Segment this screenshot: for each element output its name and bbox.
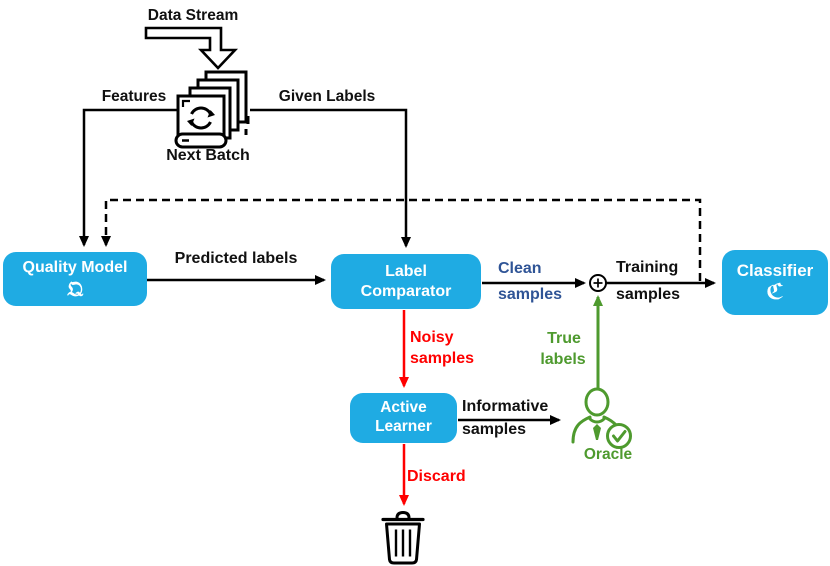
oracle-icon	[571, 387, 632, 449]
active-learner-title-line2: Learner	[375, 418, 432, 435]
quality-model-node: Quality Model 𝔔	[3, 252, 147, 306]
label-comparator-title-line1: Label	[385, 263, 427, 281]
next-batch-label: Next Batch	[166, 147, 250, 164]
hollow-down-arrow-icon	[144, 26, 239, 70]
noisy-samples-label-line1: Noisy	[410, 329, 454, 346]
classifier-title: Classifier	[736, 260, 814, 280]
label-comparator-title-line2: Comparator	[360, 282, 452, 300]
informative-samples-label-line2: samples	[462, 421, 527, 438]
features-arrow	[79, 108, 181, 247]
classifier-node: Classifier ℭ	[722, 250, 828, 315]
informative-samples-label-line1: Informative	[462, 398, 549, 415]
feedback-dashed-arrow	[101, 198, 702, 281]
active-learner-node: Active Learner	[350, 393, 457, 443]
quality-model-title: Quality Model	[22, 259, 128, 277]
label-comparator-node: Label Comparator	[331, 254, 481, 309]
active-learner-title-line1: Active	[380, 399, 427, 417]
clean-samples-label-line1: Clean	[498, 260, 542, 277]
true-labels-label-line1: True	[547, 330, 581, 347]
clean-samples-label-line2: samples	[498, 286, 563, 303]
given-labels-label: Given Labels	[278, 88, 376, 105]
sum-junction-icon	[589, 274, 607, 292]
trash-icon	[381, 510, 425, 565]
fraktur-q-symbol: 𝔔	[67, 275, 83, 301]
noisy-samples-label-line2: samples	[410, 350, 475, 367]
next-batch-icon	[174, 70, 250, 149]
training-samples-label-line2: samples	[616, 286, 681, 303]
training-samples-label-line1: Training	[616, 259, 679, 276]
predicted-labels-label: Predicted labels	[174, 250, 298, 267]
fraktur-c-symbol: ℭ	[765, 279, 784, 306]
features-label: Features	[101, 88, 167, 105]
data-stream-label: Data Stream	[147, 7, 239, 24]
true-labels-label-line2: labels	[540, 351, 586, 368]
given-labels-arrow	[250, 108, 411, 248]
discard-label: Discard	[407, 468, 466, 485]
oracle-label: Oracle	[583, 446, 633, 463]
